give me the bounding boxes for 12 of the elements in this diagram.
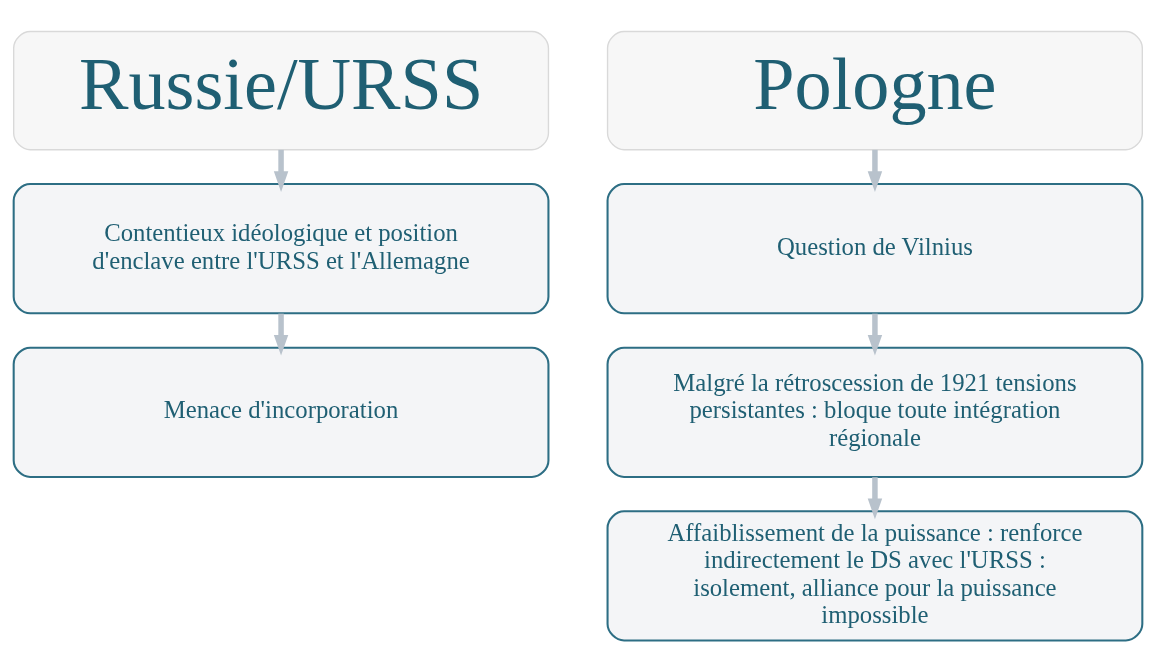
arrow bbox=[867, 313, 883, 356]
arrow bbox=[273, 313, 289, 356]
node-box: Affaiblissement de la puissance : renforce indirectement le DS avec l'URSS : isolement, alliance pour la puissance impossible bbox=[606, 510, 1144, 642]
arrow bbox=[273, 149, 289, 192]
node-box: Russie/URSS bbox=[13, 30, 550, 151]
node-box: Pologne bbox=[606, 30, 1143, 151]
node-box: Malgré la rétroscession de 1921 tensions persistantes : bloque toute intégration régionale bbox=[606, 346, 1144, 478]
arrow bbox=[867, 149, 883, 192]
arrow bbox=[867, 477, 883, 520]
node-box: Menace d'incorporation bbox=[12, 346, 550, 478]
node-box: Contentieux idéologique et position d'enclave entre l'URSS et l'Allemagne bbox=[12, 183, 550, 315]
node-box: Question de Vilnius bbox=[606, 183, 1144, 315]
